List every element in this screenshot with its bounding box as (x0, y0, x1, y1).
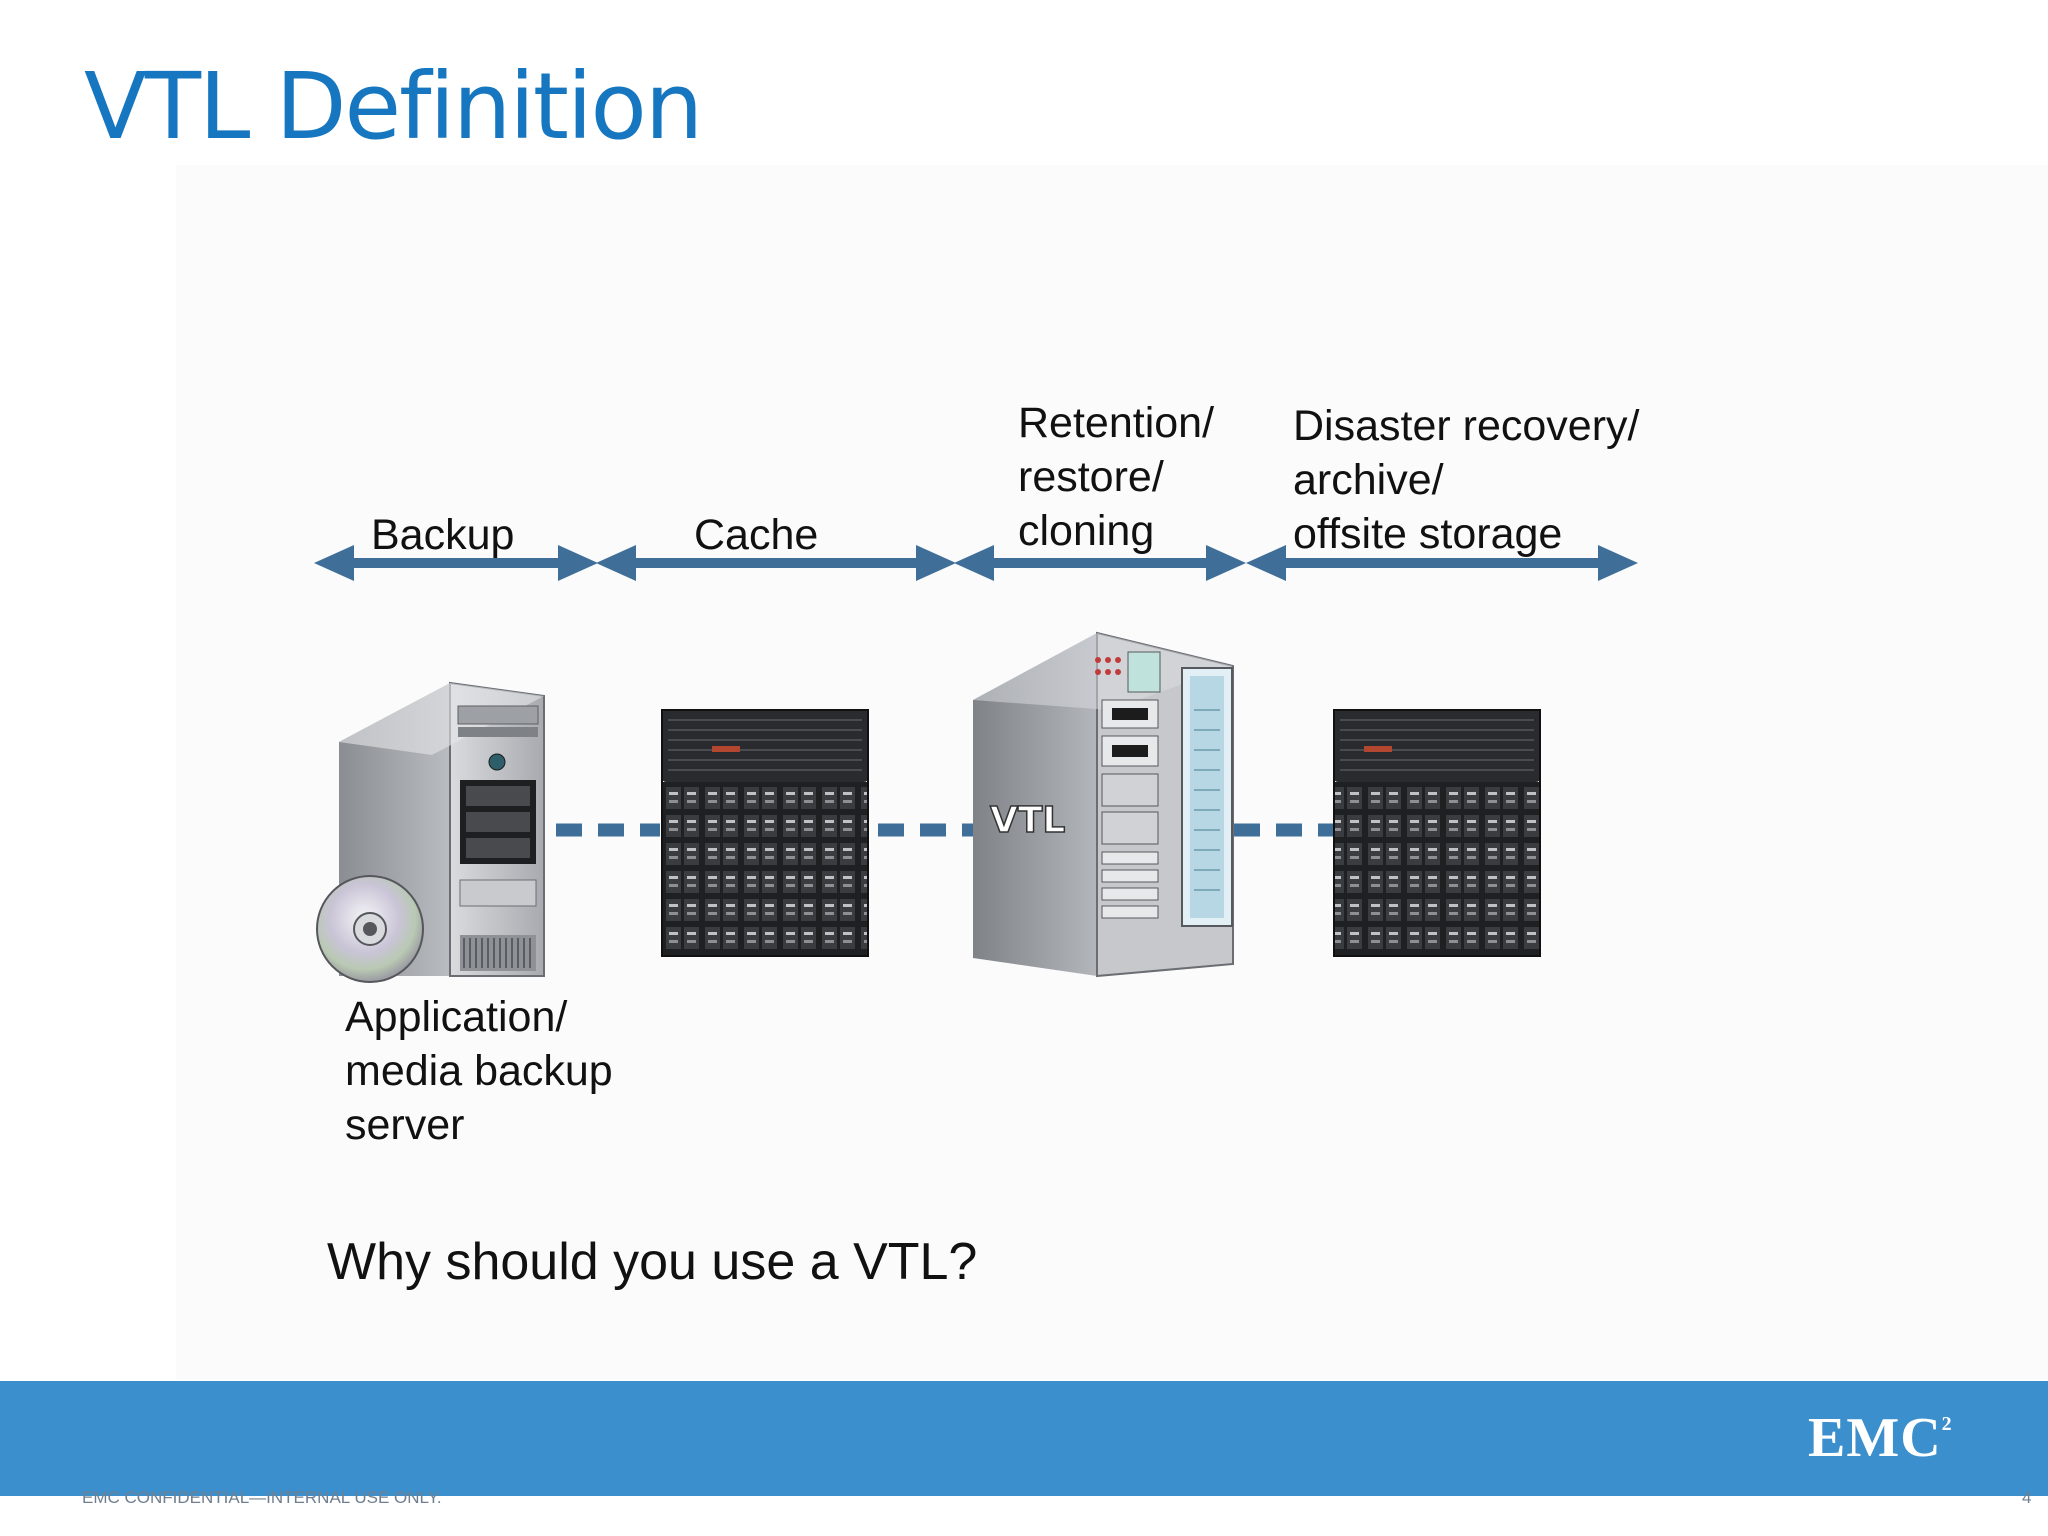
arrow-backup (314, 545, 598, 581)
question-text: Why should you use a VTL? (327, 1233, 978, 1291)
stage-label-disaster-recovery: Disaster recovery/ archive/ offsite stor… (1293, 402, 1640, 558)
footer-band (0, 1381, 2048, 1496)
server-label: Application/ media backup server (345, 993, 613, 1149)
disk-array-cache-icon (661, 709, 869, 957)
disc-icon (316, 875, 424, 983)
slide-title: VTL Definition (84, 53, 703, 160)
stage-label-cache: Cache (694, 511, 819, 559)
vtl-cabinet-icon: VTL (973, 631, 1234, 978)
page-number: 4 (2022, 1488, 2032, 1507)
emc-logo: EMC2 (1808, 1407, 1953, 1469)
confidential-notice: EMC CONFIDENTIAL—INTERNAL USE ONLY. (82, 1488, 442, 1507)
disk-array-offsite-icon (1333, 709, 1541, 957)
vtl-label: VTL (990, 800, 1065, 841)
stage-label-backup: Backup (371, 511, 515, 559)
arrow-disaster-recovery (1246, 545, 1638, 581)
arrow-cache (596, 545, 956, 581)
stage-label-retention: Retention/ restore/ cloning (1018, 399, 1215, 555)
arrow-retention (954, 545, 1246, 581)
